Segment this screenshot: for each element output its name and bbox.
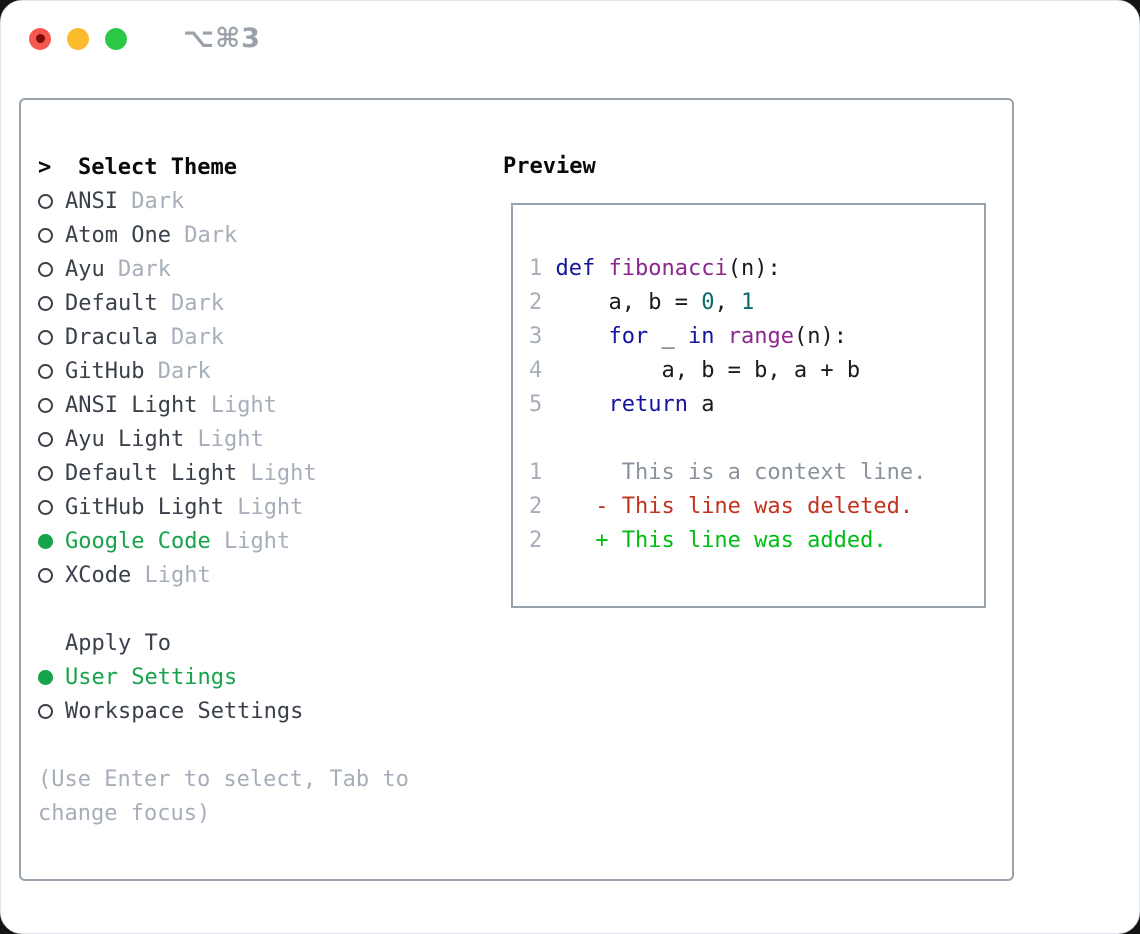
radio-icon — [38, 295, 53, 311]
radio-icon — [38, 329, 53, 345]
option-name: Atom One — [65, 222, 171, 248]
theme-option[interactable]: GitHub Light Light — [38, 490, 483, 524]
focus-caret-icon: > — [38, 154, 52, 180]
radio-icon — [38, 397, 53, 413]
theme-option[interactable]: XCode Light — [38, 558, 483, 592]
theme-option[interactable]: Ayu Light Light — [38, 422, 483, 456]
preview-panel: Preview 1 def fibonacci(n): 2 a, b = 0, … — [503, 150, 992, 879]
option-variant: Dark — [170, 222, 238, 248]
theme-option[interactable]: Google Code Light — [38, 524, 483, 558]
radio-icon — [38, 261, 53, 277]
theme-option[interactable]: Atom One Dark — [38, 218, 483, 252]
code-line: 4 a, b = b, a + b — [529, 358, 861, 383]
spacer-row — [38, 592, 483, 626]
option-variant: Light — [131, 562, 211, 588]
theme-list: ANSI Dark Atom One Dark Ayu Dark Default… — [38, 184, 483, 592]
title-bar: ⌥⌘3 — [1, 1, 1139, 76]
apply-to-list: User Settings Workspace Settings — [38, 660, 483, 728]
minimize-button[interactable] — [67, 27, 89, 50]
option-variant: Dark — [117, 188, 185, 214]
option-name: GitHub Light — [65, 494, 224, 520]
option-variant: Light — [197, 392, 277, 418]
option-name: Default — [65, 290, 158, 316]
option-name: Default Light — [65, 460, 238, 486]
radio-icon — [38, 499, 53, 515]
code-line: 3 for _ in range(n): — [529, 324, 847, 349]
radio-icon — [38, 567, 53, 583]
option-variant: Light — [184, 426, 264, 452]
apply-to-label: Apply To — [65, 630, 171, 656]
radio-icon — [38, 431, 53, 447]
option-name: ANSI Light — [65, 392, 198, 418]
theme-option[interactable]: GitHub Dark — [38, 354, 483, 388]
radio-icon — [38, 227, 53, 243]
theme-option[interactable]: ANSI Dark — [38, 184, 483, 218]
theme-dialog: > Select Theme ANSI Dark Atom One Dark A… — [19, 98, 1014, 881]
code-line: 1 def fibonacci(n): — [529, 256, 781, 281]
theme-option[interactable]: Default Light Light — [38, 456, 483, 490]
radio-icon — [38, 703, 53, 719]
help-text-line: (Use Enter to select, Tab to — [38, 766, 409, 792]
radio-icon — [38, 533, 53, 549]
radio-icon — [38, 465, 53, 481]
theme-panel: > Select Theme ANSI Dark Atom One Dark A… — [38, 150, 483, 879]
option-name: Dracula — [65, 324, 158, 350]
radio-icon — [38, 363, 53, 379]
preview-label: Preview — [503, 154, 596, 179]
option-variant: Dark — [157, 290, 224, 316]
option-variant: Light — [237, 460, 317, 486]
option-name: XCode — [65, 562, 132, 588]
radio-icon — [38, 193, 53, 209]
apply-option[interactable]: User Settings — [38, 660, 483, 694]
apply-to-header: Apply To — [38, 626, 483, 660]
option-name: Ayu — [65, 256, 105, 282]
preview-box: 1 def fibonacci(n): 2 a, b = 0, 1 3 for … — [511, 203, 986, 608]
radio-icon — [38, 669, 53, 685]
code-line: 2 a, b = 0, 1 — [529, 290, 755, 315]
code-line: 2 - This line was deleted. — [529, 494, 914, 519]
window-title: ⌥⌘3 — [183, 23, 261, 54]
option-name: Workspace Settings — [65, 698, 304, 724]
close-dot-icon — [35, 34, 45, 43]
option-name: ANSI — [65, 188, 118, 214]
select-theme-label: Select Theme — [78, 154, 237, 180]
theme-option[interactable]: Default Dark — [38, 286, 483, 320]
code-line: 5 return a — [529, 392, 715, 417]
option-name: Google Code — [65, 528, 211, 554]
select-theme-header: > Select Theme — [38, 150, 483, 184]
theme-option[interactable]: Ayu Dark — [38, 252, 483, 286]
option-variant: Dark — [104, 256, 171, 282]
code-preview: 1 def fibonacci(n): 2 a, b = 0, 1 3 for … — [513, 205, 984, 558]
apply-option[interactable]: Workspace Settings — [38, 694, 483, 728]
theme-option[interactable]: ANSI Light Light — [38, 388, 483, 422]
option-variant: Light — [223, 494, 304, 520]
spacer-row — [38, 728, 483, 762]
help-text-line: change focus) — [38, 800, 211, 826]
option-variant: Dark — [157, 324, 224, 350]
option-name: GitHub — [65, 358, 145, 384]
option-name: User Settings — [65, 664, 238, 690]
zoom-button[interactable] — [105, 27, 127, 50]
close-button[interactable] — [29, 27, 51, 50]
code-line: 2 + This line was added. — [529, 528, 887, 553]
option-variant: Light — [210, 528, 291, 554]
code-line: 1 This is a context line. — [529, 460, 927, 485]
theme-option[interactable]: Dracula Dark — [38, 320, 483, 354]
option-name: Ayu Light — [65, 426, 185, 452]
option-variant: Dark — [144, 358, 211, 384]
